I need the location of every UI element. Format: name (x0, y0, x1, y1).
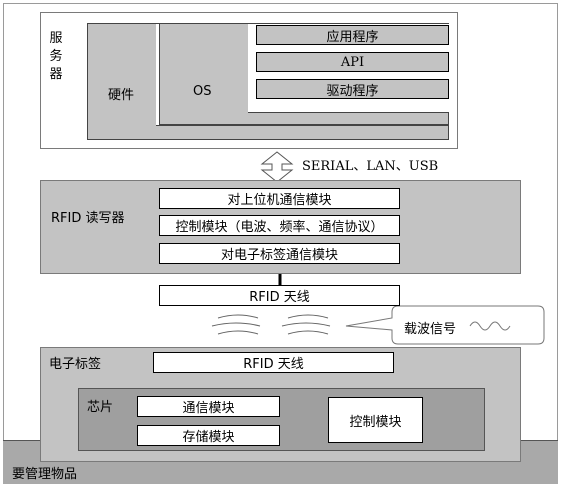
tag-antenna-box: RFID 天线 (153, 352, 394, 373)
interface-label: SERIAL、LAN、USB (302, 159, 439, 174)
server-label-char: 服 (49, 31, 63, 46)
chip-label: 芯片 (87, 400, 114, 415)
carrier-callout (345, 305, 545, 345)
host-comm-box: 对上位机通信模块 (159, 188, 400, 209)
reader-label: RFID 读写器 (51, 211, 125, 226)
hardware-label: 硬件 (108, 88, 135, 103)
app-box: 应用程序 (256, 25, 449, 45)
server-label: 服 务 器 (48, 30, 64, 84)
carrier-wave-icon (469, 321, 511, 331)
hardware-area (87, 23, 156, 140)
api-box: API (256, 52, 449, 72)
tag-comm-box: 对电子标签通信模块 (159, 243, 400, 264)
carrier-label: 载波信号 (404, 322, 457, 337)
os-bottom-line (248, 112, 449, 113)
storage-module-box: 存储模块 (137, 425, 280, 446)
managed-item-label: 要管理物品 (12, 467, 78, 482)
interface-double-arrow-icon (260, 151, 294, 183)
server-label-char: 器 (49, 67, 63, 82)
comm-module-box: 通信模块 (137, 396, 280, 417)
control-box: 控制模块（电波、频率、通信协议） (159, 215, 400, 236)
chip-control-box: 控制模块 (328, 397, 423, 443)
tag-label: 电子标签 (49, 357, 102, 372)
hardware-bottom-line (156, 125, 449, 126)
server-label-char: 务 (49, 49, 63, 64)
reader-antenna-box: RFID 天线 (159, 285, 400, 306)
driver-box: 驱动程序 (256, 79, 449, 99)
radio-wave-icon (281, 314, 331, 335)
os-label: OS (193, 84, 212, 99)
radio-wave-icon (211, 314, 261, 335)
